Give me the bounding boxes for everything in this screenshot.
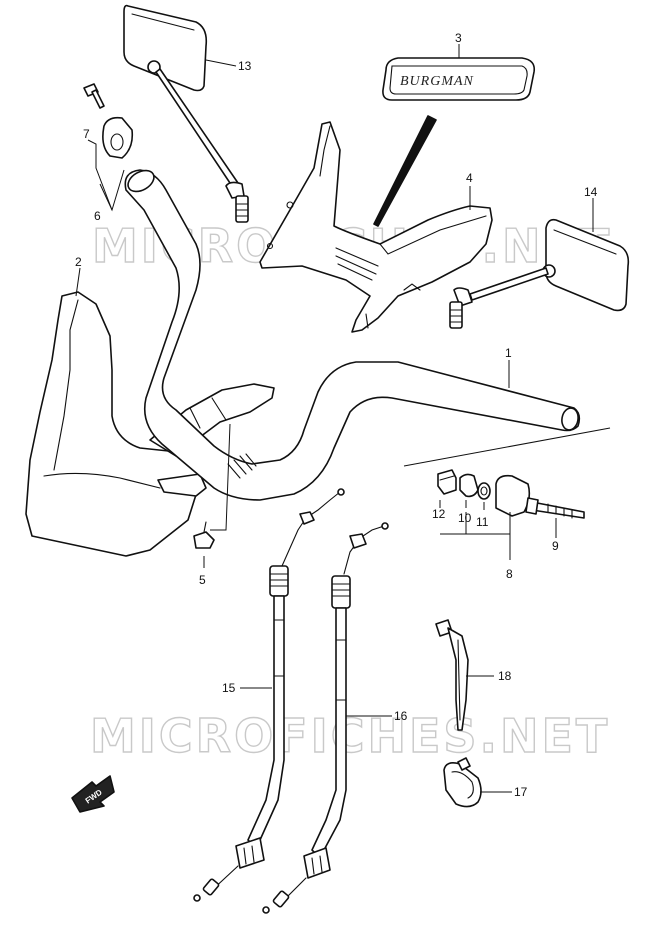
cable-tie — [435, 619, 469, 731]
callout-13: 13 — [238, 59, 252, 73]
callout-11: 11 — [476, 515, 489, 529]
callout-14: 14 — [584, 185, 598, 199]
watermark-bottom: MICROFICHES.NET — [90, 709, 610, 763]
cable-clamp — [443, 757, 482, 808]
callout-8: 8 — [506, 567, 513, 581]
callout-3: 3 — [455, 31, 462, 45]
handlebar-tube — [124, 169, 581, 501]
right-mirror — [449, 218, 630, 329]
callout-6: 6 — [94, 209, 101, 223]
throttle-cable-1 — [193, 488, 345, 902]
screw-and-cushion — [83, 83, 134, 159]
throttle-cable-2 — [262, 522, 389, 914]
callout-17: 17 — [514, 785, 528, 799]
forward-arrow-icon: FWD — [71, 775, 115, 813]
callout-12: 12 — [432, 507, 446, 521]
leader-lines — [75, 44, 594, 793]
callout-9: 9 — [552, 539, 559, 553]
callout-7: 7 — [83, 127, 90, 141]
handlebar-end-cut-line — [403, 427, 611, 467]
cover-clip — [193, 521, 215, 549]
handlebar-cover — [259, 121, 493, 333]
callout-15: 15 — [222, 681, 236, 695]
callout-18: 18 — [498, 669, 512, 683]
emblem-text: BURGMAN — [400, 74, 474, 89]
burgman-emblem: BURGMAN — [382, 57, 536, 101]
callout-labels: 1 2 3 4 5 6 7 8 9 10 11 12 13 14 15 16 1… — [75, 31, 598, 799]
callout-4: 4 — [466, 171, 473, 185]
callout-16: 16 — [394, 709, 408, 723]
callout-5: 5 — [199, 573, 206, 587]
callout-2: 2 — [75, 255, 82, 269]
left-mirror — [123, 4, 249, 223]
callout-1: 1 — [505, 346, 512, 360]
handle-balancer-parts — [437, 469, 585, 519]
emblem-position-arrow — [373, 115, 437, 227]
callout-10: 10 — [458, 511, 472, 525]
